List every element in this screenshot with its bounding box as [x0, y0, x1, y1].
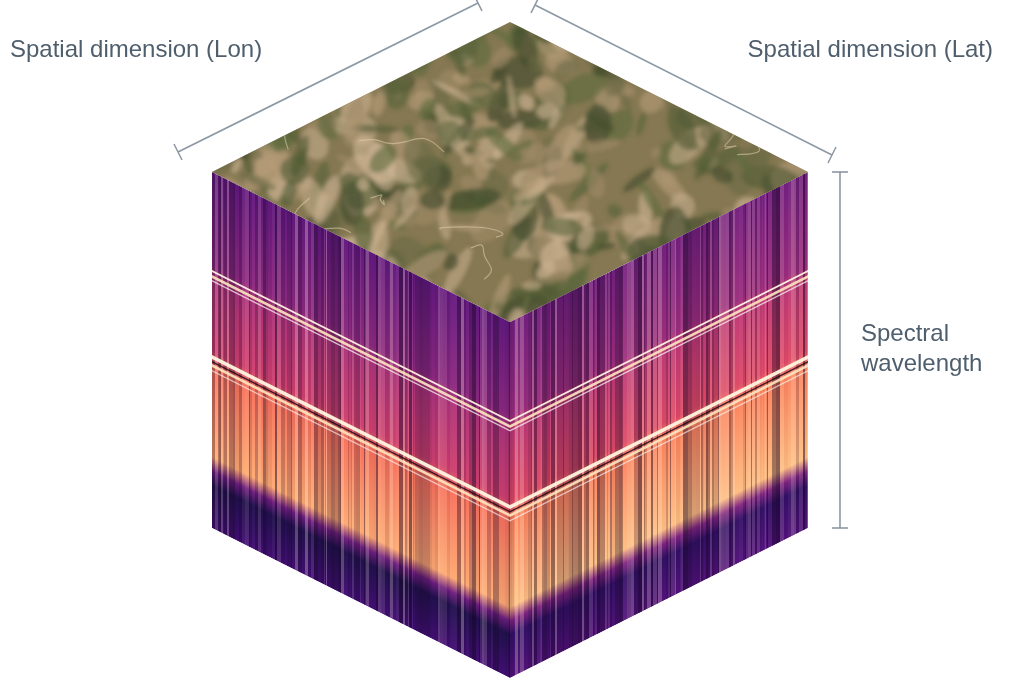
bracket-tick [832, 527, 848, 529]
spectral-base [212, 172, 510, 678]
spectral-base [510, 172, 808, 678]
spectral-axis-label: Spectral wavelength [861, 318, 1016, 378]
bracket-tick [828, 147, 836, 163]
lon-axis-label: Spatial dimension (Lon) [10, 34, 262, 64]
lon-bracket [178, 3, 478, 152]
bracket-tick [832, 171, 848, 173]
lat-bracket [535, 5, 832, 155]
right-face-spectra [510, 172, 808, 678]
spectral-bracket [839, 172, 841, 528]
absorption-bands [212, 270, 510, 522]
lat-axis-label: Spatial dimension (Lat) [748, 34, 993, 64]
absorption-bands [510, 270, 808, 522]
pixel-stripes [212, 172, 510, 678]
pixel-stripes [510, 172, 808, 678]
bracket-tick [174, 144, 182, 160]
dimension-brackets [174, 0, 848, 528]
bracket-tick [531, 0, 539, 13]
left-face-spectra [212, 172, 510, 678]
bracket-tick [474, 0, 482, 11]
